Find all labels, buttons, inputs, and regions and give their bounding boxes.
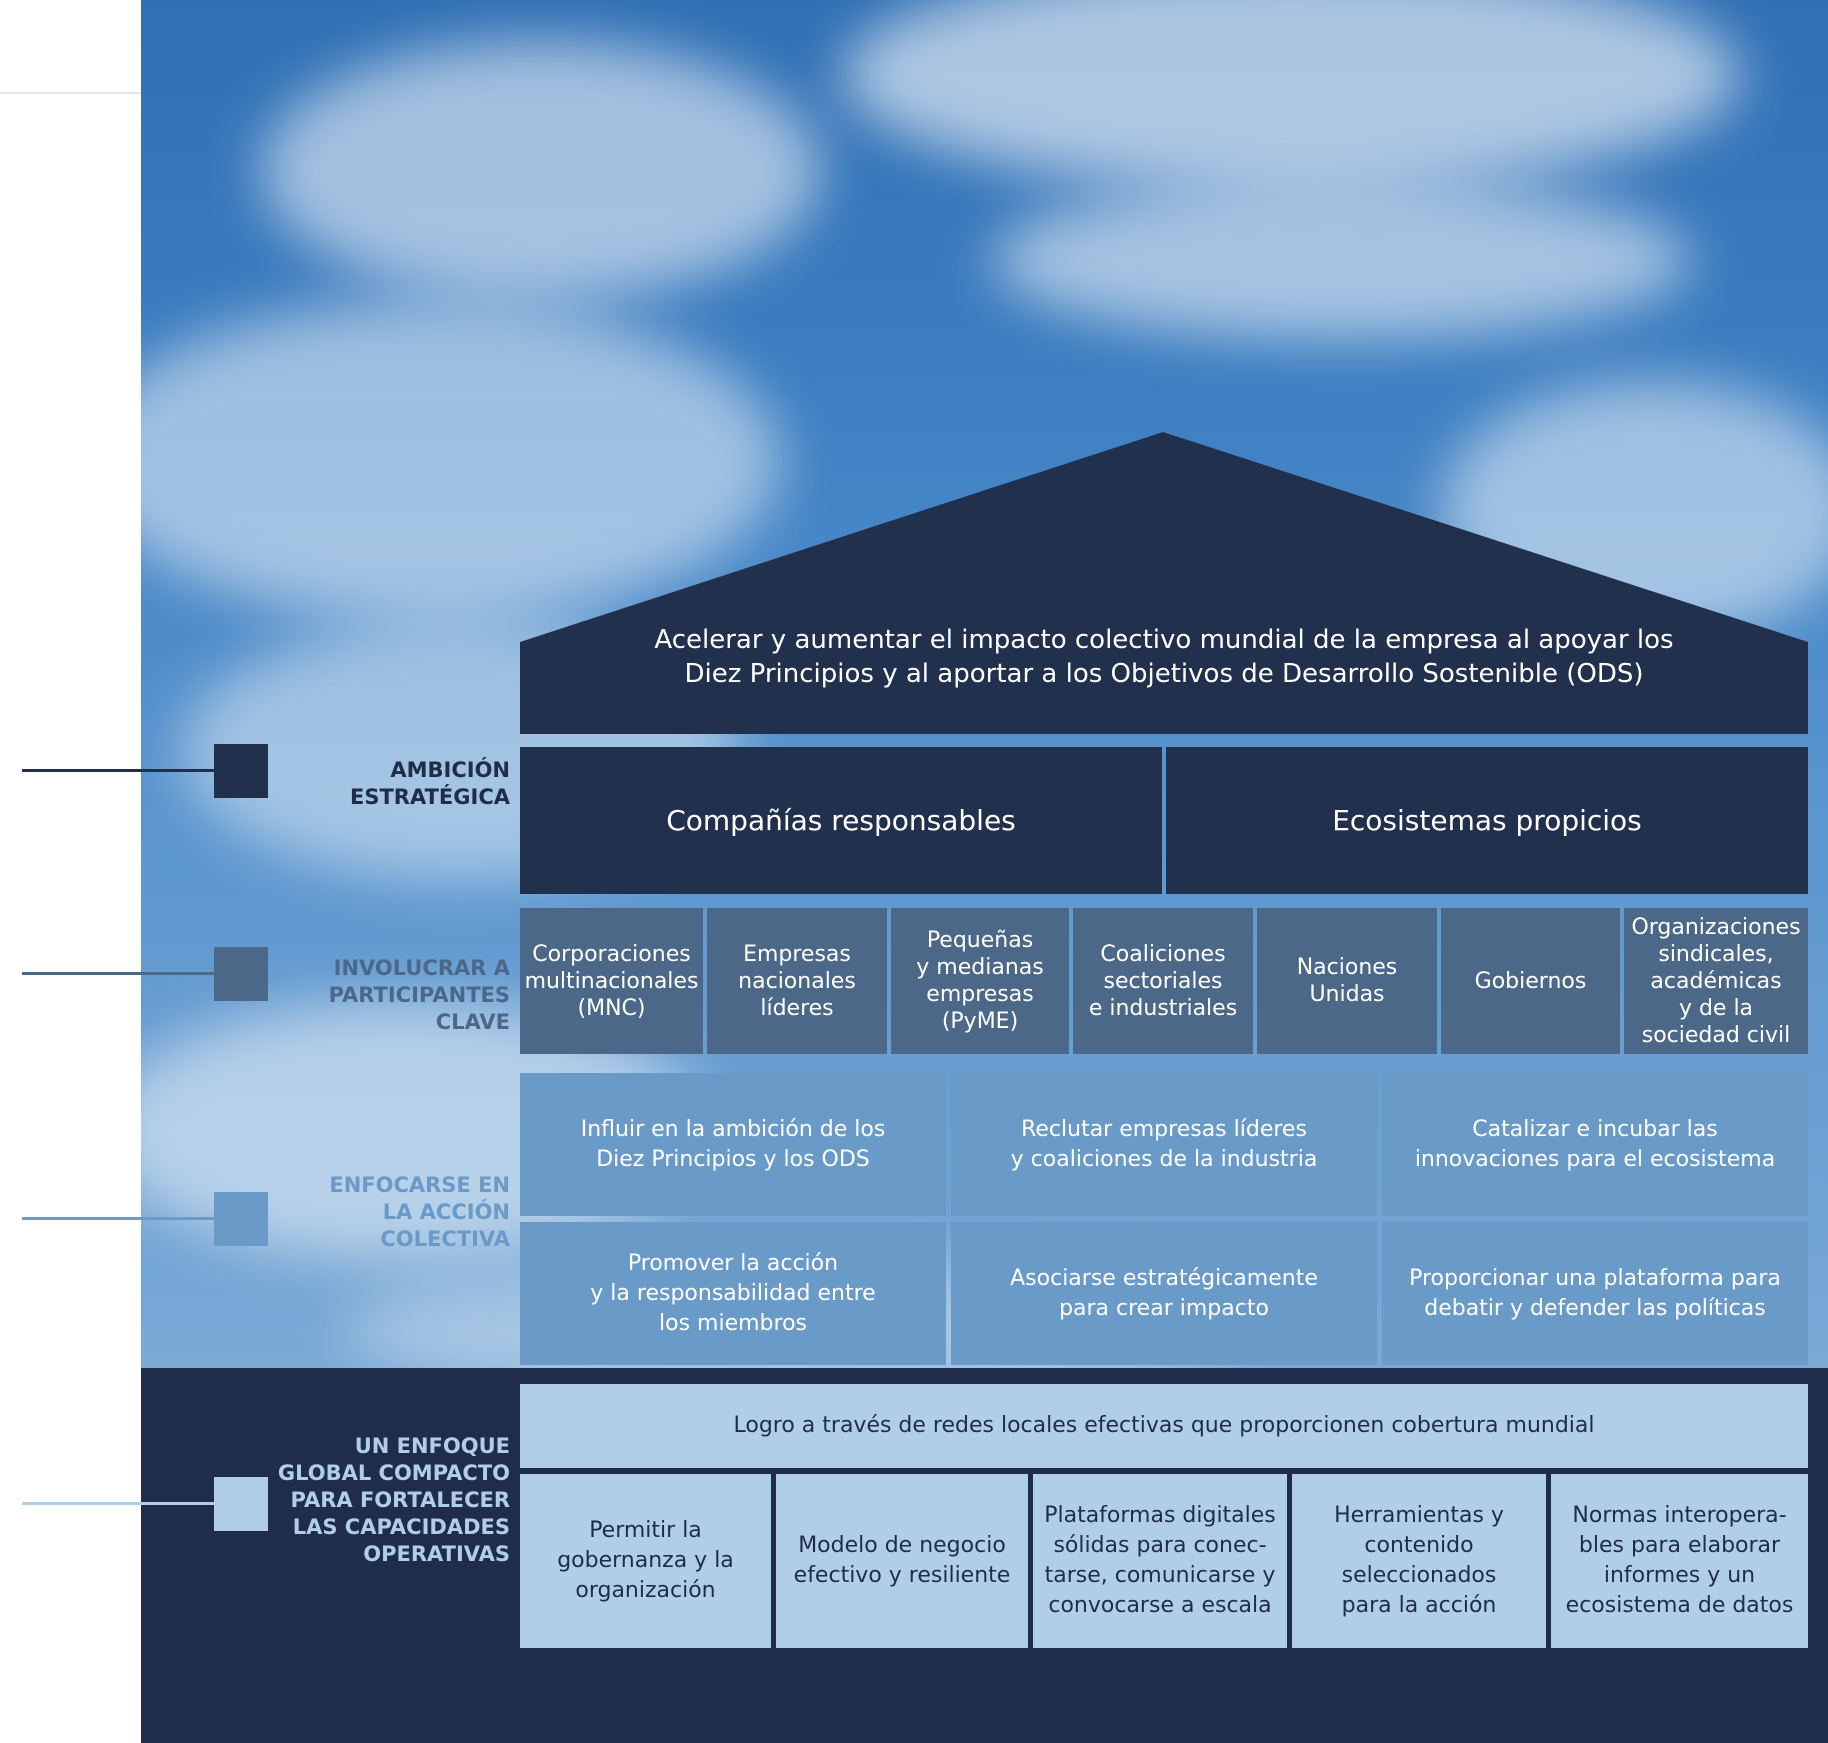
collective-line: Proporcionar una plataforma para (1409, 1265, 1781, 1291)
participant-line: académicas (1650, 968, 1782, 994)
operations-cell: Plataformas digitales sólidas para conec… (1033, 1474, 1287, 1648)
operations-cell: Permitir la gobernanza y la organización (520, 1474, 771, 1648)
roof-mission-line: Acelerar y aumentar el impacto colectivo… (654, 625, 1674, 655)
participant-line: e industriales (1088, 995, 1238, 1021)
collective-line: innovaciones para el ecosistema (1414, 1146, 1776, 1172)
participant-line: empresas (926, 982, 1034, 1007)
level-marker-square (214, 1192, 268, 1246)
participant-line: Coaliciones (1100, 941, 1226, 967)
roof-mission: Acelerar y aumentar el impacto colectivo… (560, 623, 1768, 691)
participant-line: Corporaciones (532, 941, 691, 967)
operations-line: Herramientas y (1334, 1503, 1504, 1528)
collective-line: Reclutar empresas líderes (1021, 1116, 1307, 1142)
collective-line: Influir en la ambición de los (580, 1116, 886, 1142)
operations-line: convocarse a escala (1048, 1593, 1272, 1618)
operations-line: Permitir la (589, 1518, 702, 1543)
participant-line: multinacionales (524, 968, 699, 994)
participant-line: sectoriales (1103, 968, 1223, 994)
participant-cell: Corporaciones multinacionales (MNC) (520, 908, 703, 1054)
collective-action-cell: Proporcionar una plataforma para debatir… (1382, 1222, 1808, 1365)
collective-line: y la responsabilidad entre (590, 1280, 876, 1306)
level-connector-line (22, 972, 214, 975)
collective-action-cell: Catalizar e incubar las innovaciones par… (1382, 1073, 1808, 1216)
level-marker-square (214, 1477, 268, 1531)
participant-line: Naciones (1296, 955, 1398, 980)
collective-action-cell: Promover la acción y la responsabilidad … (520, 1222, 946, 1365)
participant-line: Pequeñas (926, 928, 1034, 953)
roof-mission-line: Diez Principios y al aportar a los Objet… (684, 659, 1644, 689)
level-label-collective: ENFOCARSE EN LA ACCIÓN COLECTIVA (329, 1173, 510, 1251)
participant-line: sociedad civil (1641, 1022, 1791, 1048)
operations-line: contenido (1364, 1533, 1474, 1558)
operations-line: tarse, comunicarse y (1044, 1563, 1276, 1588)
operations-line: Modelo de negocio (798, 1533, 1006, 1558)
operations-line: efectivo y resiliente (793, 1563, 1011, 1588)
participant-line: Organizaciones (1631, 914, 1801, 940)
participant-cell: Pequeñas y medianas empresas (PyME) (891, 908, 1069, 1054)
participant-line: nacionales (738, 968, 856, 994)
participant-cell: Empresas nacionales líderes (707, 908, 887, 1054)
operations-header-text: Logro a través de redes locales efectiva… (733, 1413, 1595, 1438)
level-connector-line (22, 1502, 214, 1505)
operations-line: organización (575, 1578, 716, 1603)
operations-cell: Modelo de negocio efectivo y resiliente (776, 1474, 1028, 1648)
participant-line: líderes (760, 995, 834, 1021)
collective-line: Diez Principios y los ODS (596, 1146, 870, 1172)
header-divider (0, 92, 141, 94)
participant-line: (PyME) (941, 1009, 1019, 1034)
participant-line: Unidas (1309, 982, 1385, 1007)
collective-line: Asociarse estratégicamente (1010, 1265, 1318, 1291)
level-label-participants: INVOLUCRAR A PARTICIPANTES CLAVE (328, 956, 510, 1034)
operations-header: Logro a través de redes locales efectiva… (520, 1384, 1808, 1468)
collective-line: los miembros (659, 1310, 807, 1336)
collective-action-cell: Asociarse estratégicamente para crear im… (951, 1222, 1377, 1365)
collective-line: Promover la acción (627, 1250, 839, 1276)
participant-cell: Gobiernos (1441, 908, 1620, 1054)
participant-cell: Naciones Unidas (1257, 908, 1437, 1054)
participant-line: y medianas (916, 955, 1044, 980)
operations-cell: Normas interopera- bles para elaborar in… (1551, 1474, 1808, 1648)
ambition-responsible-companies: Compañías responsables (520, 747, 1162, 894)
operations-line: bles para elaborar (1578, 1533, 1781, 1558)
level-label-ambition: AMBICIÓN ESTRATÉGICA (350, 758, 510, 809)
collective-line: y coaliciones de la industria (1010, 1146, 1318, 1172)
operations-cell: Herramientas y contenido seleccionados p… (1292, 1474, 1546, 1648)
operations-line: gobernanza y la (557, 1548, 734, 1573)
participant-cell: Coaliciones sectoriales e industriales (1073, 908, 1253, 1054)
collective-line: debatir y defender las políticas (1424, 1295, 1766, 1321)
operations-line: seleccionados (1341, 1563, 1497, 1588)
roof-shape (520, 432, 1808, 734)
collective-line: para crear impacto (1059, 1295, 1269, 1321)
level-connector-line (22, 769, 214, 772)
participant-cell: Organizaciones sindicales, académicas y … (1624, 908, 1808, 1054)
operations-line: Normas interopera- (1572, 1503, 1787, 1528)
level-marker-square (214, 947, 268, 1001)
level-connector-line (22, 1217, 214, 1220)
ambition-label: Compañías responsables (666, 804, 1016, 837)
participant-line: (MNC) (577, 995, 646, 1021)
operations-line: sólidas para conec- (1053, 1533, 1267, 1558)
participant-line: y de la (1678, 995, 1754, 1021)
operations-line: para la acción (1341, 1593, 1497, 1618)
ambition-label: Ecosistemas propicios (1332, 804, 1642, 837)
participant-line: Empresas (743, 941, 851, 967)
participant-line: Gobiernos (1474, 968, 1587, 994)
operations-line: ecosistema de datos (1565, 1593, 1794, 1618)
operations-line: informes y un (1603, 1563, 1756, 1588)
operations-line: Plataformas digitales (1044, 1503, 1276, 1528)
collective-action-cell: Reclutar empresas líderes y coaliciones … (951, 1073, 1377, 1216)
level-label-operations: UN ENFOQUE GLOBAL COMPACTO PARA FORTALEC… (277, 1434, 510, 1566)
level-marker-square (214, 744, 268, 798)
collective-line: Catalizar e incubar las (1472, 1116, 1718, 1142)
participant-line: sindicales, (1658, 941, 1774, 967)
collective-action-cell: Influir en la ambición de los Diez Princ… (520, 1073, 946, 1216)
ambition-enabling-ecosystems: Ecosistemas propicios (1166, 747, 1808, 894)
